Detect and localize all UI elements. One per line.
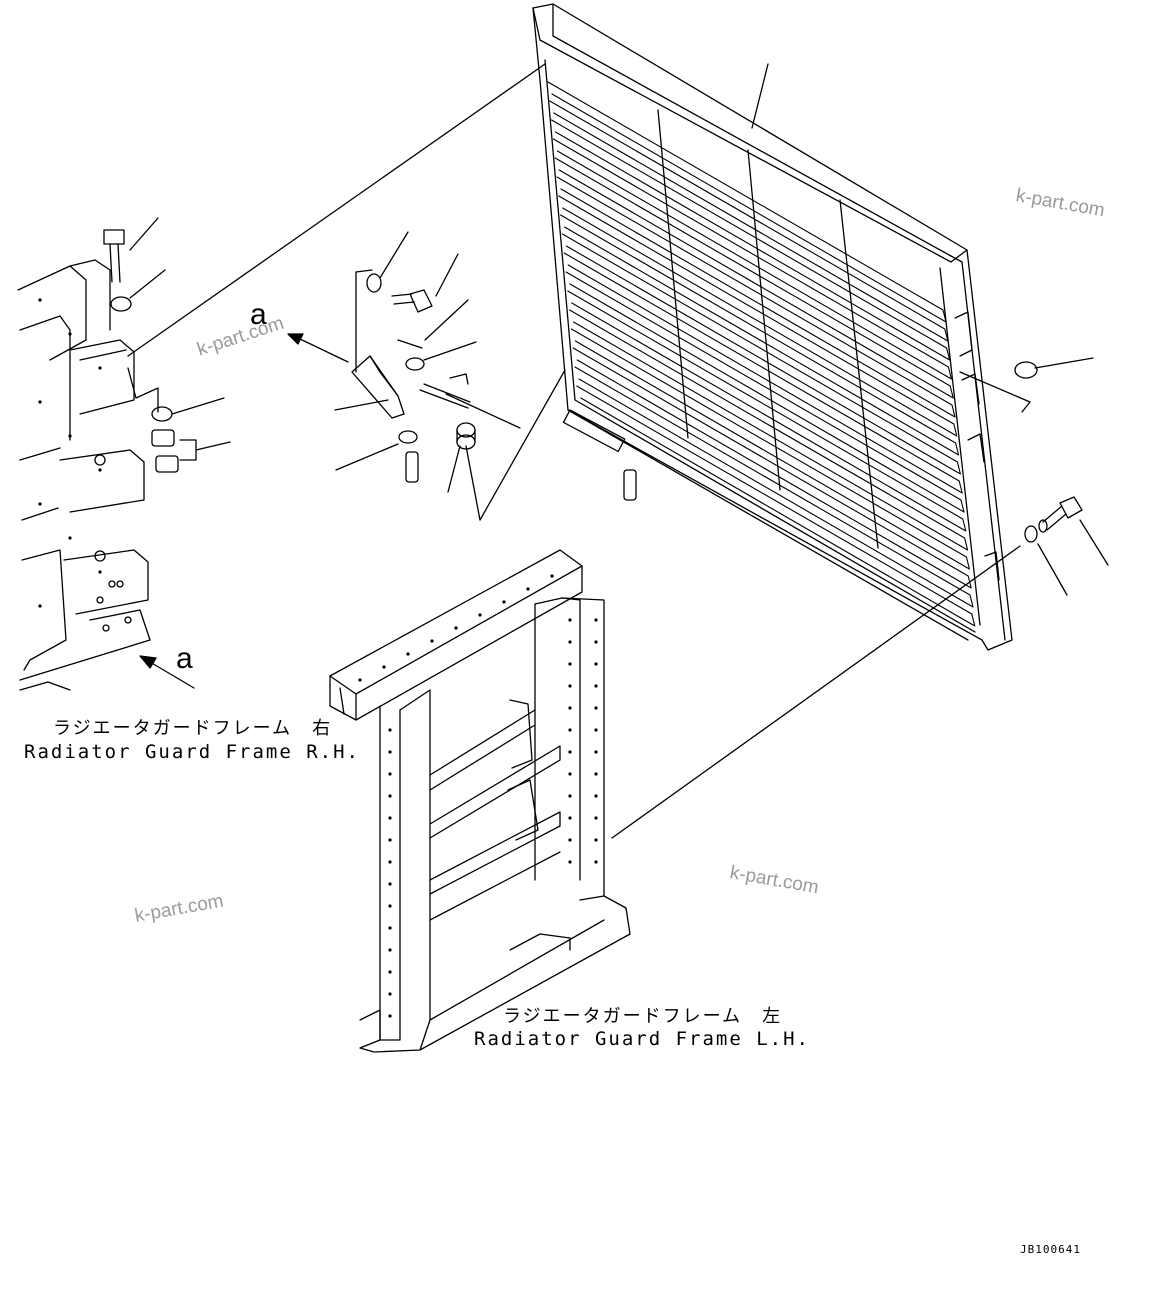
louver-slat	[551, 119, 951, 361]
louver-slat	[561, 233, 961, 475]
bolt-hole	[594, 794, 598, 798]
bolt-hole	[388, 970, 392, 974]
bolt-hole	[388, 926, 392, 930]
bolt-hole	[68, 332, 72, 336]
bolt-top-left-icon	[103, 229, 125, 283]
bolt-hole	[594, 618, 598, 622]
frame-rh-label-en: Radiator Guard Frame R.H.	[24, 741, 360, 763]
bolt-hole	[388, 948, 392, 952]
bolt-hole	[594, 684, 598, 688]
bolt-hole	[526, 587, 530, 591]
bolt-hole	[568, 772, 572, 776]
frame-rh	[17, 259, 151, 691]
frame-rh-label-jp: ラジエータガードフレーム 右	[53, 718, 333, 739]
washer-icon	[110, 296, 132, 312]
radiator-guard-panel	[532, 3, 1013, 651]
bolt-hole	[550, 574, 554, 578]
bolt-hole	[568, 794, 572, 798]
bolt-right-icon	[1038, 496, 1083, 533]
louver-slat	[554, 157, 954, 399]
bolt-hole	[382, 665, 386, 669]
bolt-hole	[98, 468, 102, 472]
bolt-hole	[594, 772, 598, 776]
bolt-hole	[388, 772, 392, 776]
bolt-hole	[568, 860, 572, 864]
bolt-hole	[406, 652, 410, 656]
bolt-hole	[98, 366, 102, 370]
bolt-hole	[568, 640, 572, 644]
spacer-icon	[456, 422, 476, 450]
frame-lh-label-jp: ラジエータガードフレーム 左	[503, 1006, 783, 1027]
bolt-hole	[594, 728, 598, 732]
frame-lh-label-en: Radiator Guard Frame L.H.	[474, 1028, 810, 1050]
frame-lh	[329, 549, 631, 1053]
bolt-hole	[38, 298, 42, 302]
bolt-hole	[454, 626, 458, 630]
callout-a-lower: a	[176, 642, 193, 675]
bolt-hole	[430, 639, 434, 643]
nut-icon	[151, 429, 179, 473]
bolt-hole	[568, 618, 572, 622]
bolt-hole	[568, 838, 572, 842]
washer-icon	[1024, 525, 1038, 543]
bolt-hole	[388, 860, 392, 864]
louver-slat	[552, 138, 952, 380]
bolt-hole	[594, 640, 598, 644]
bolt-hole	[478, 613, 482, 617]
louver-slat	[556, 176, 956, 418]
bolt-hole	[68, 434, 72, 438]
bolt-hole	[568, 728, 572, 732]
louver-slat	[574, 366, 974, 608]
bolt-hole	[388, 904, 392, 908]
bolt-hole	[68, 536, 72, 540]
louver-slat	[565, 271, 965, 513]
bolt-hole	[568, 684, 572, 688]
louver-slat	[549, 100, 949, 342]
bolt-hole	[594, 662, 598, 666]
bolt-hole	[568, 662, 572, 666]
louver-slat	[569, 309, 969, 551]
bolt-hole	[388, 794, 392, 798]
bolt-hole	[388, 992, 392, 996]
bolt-hole	[594, 816, 598, 820]
louver-slat	[576, 385, 976, 627]
bolt-hole	[388, 838, 392, 842]
bolt-hole	[568, 816, 572, 820]
bolt-hole	[388, 728, 392, 732]
bolt-hole	[388, 882, 392, 886]
latch-assembly	[334, 231, 637, 521]
pin-icon	[405, 451, 419, 483]
bolt-hole	[38, 604, 42, 608]
bolt-hole	[388, 750, 392, 754]
bolt-hole	[98, 570, 102, 574]
bolt-hole	[594, 750, 598, 754]
bolt-hole	[568, 750, 572, 754]
bolt-hole	[358, 678, 362, 682]
bolt-hole	[38, 502, 42, 506]
louver-slat	[567, 290, 967, 532]
bolt-hole	[502, 600, 506, 604]
louver-slat	[558, 195, 958, 437]
pin-icon	[623, 469, 637, 501]
bolt-hole	[568, 706, 572, 710]
grommet-icon	[1014, 361, 1038, 379]
bolt-hole	[594, 860, 598, 864]
bolt-hole	[388, 816, 392, 820]
louver-slat	[560, 214, 960, 456]
callout-a-upper: a	[250, 298, 267, 331]
louver-slat	[547, 81, 947, 323]
louver-slat	[572, 347, 972, 589]
bolt-small-icon	[391, 289, 433, 313]
bolt-hole	[594, 838, 598, 842]
bolt-hole	[388, 1014, 392, 1018]
bolt-hole	[594, 706, 598, 710]
bolt-hole	[38, 400, 42, 404]
document-id: JB100641	[1020, 1243, 1081, 1256]
louver-slat	[563, 252, 963, 494]
louver-slat	[570, 328, 970, 570]
